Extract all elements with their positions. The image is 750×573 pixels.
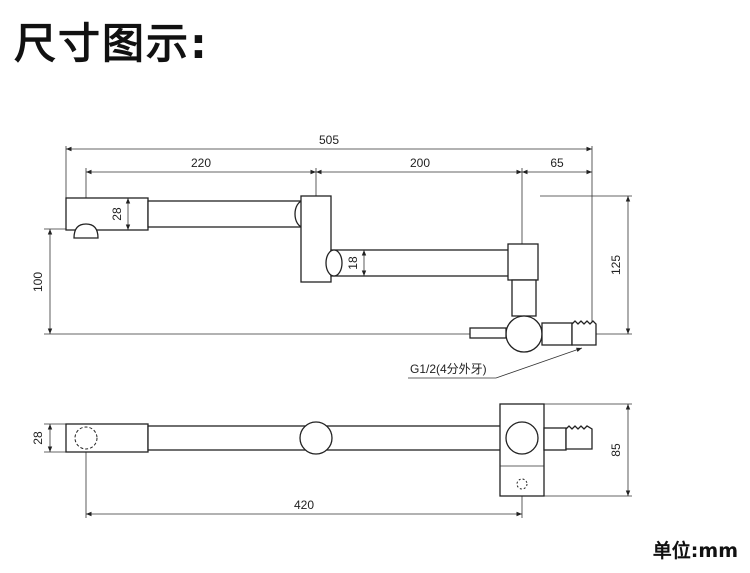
lower-pipe-end-left: [325, 249, 343, 277]
dim-spout-arm: 220: [191, 156, 211, 170]
inlet-nut-top: [543, 427, 567, 451]
page-title: 尺寸图示:: [14, 19, 209, 68]
inlet-valve: [505, 315, 543, 353]
spout-head-top: [65, 423, 149, 453]
thread-leader-line: [495, 347, 583, 379]
dim-top-depth: 85: [609, 443, 623, 457]
dim-spout-drop: 100: [31, 272, 45, 292]
dim-spout-height: 28: [110, 207, 124, 221]
dim-overall-height: 125: [609, 255, 623, 275]
lower-pipe: [330, 249, 512, 277]
valve-handle: [469, 327, 507, 339]
dim-top-width: 28: [31, 431, 45, 445]
inlet-joint: [507, 243, 539, 281]
dim-inlet-offset: 65: [550, 156, 564, 170]
swivel-knob: [299, 421, 333, 455]
thread-note: G1/2(4分外牙): [410, 362, 487, 376]
outlet-hole: [74, 426, 98, 450]
mounting-hole: [516, 478, 528, 490]
inlet-body: [511, 279, 537, 317]
unit-label: 单位:mm: [652, 540, 738, 562]
dim-middle-arm: 200: [410, 156, 430, 170]
top-view: 28 85 420: [31, 403, 632, 518]
dim-pipe-diameter: 18: [346, 256, 360, 270]
aerator: [73, 223, 99, 239]
inlet-nut: [541, 322, 573, 346]
side-view: 505 220 200 65 28 18 125 100: [31, 133, 632, 379]
inlet-thread: [571, 320, 597, 346]
dim-top-length: 420: [294, 498, 314, 512]
spout-head: [65, 197, 149, 231]
dim-total-length: 505: [319, 133, 339, 147]
upper-pipe: [147, 200, 303, 228]
inlet-thread-top: [565, 425, 593, 450]
valve-knob-top: [505, 421, 539, 455]
